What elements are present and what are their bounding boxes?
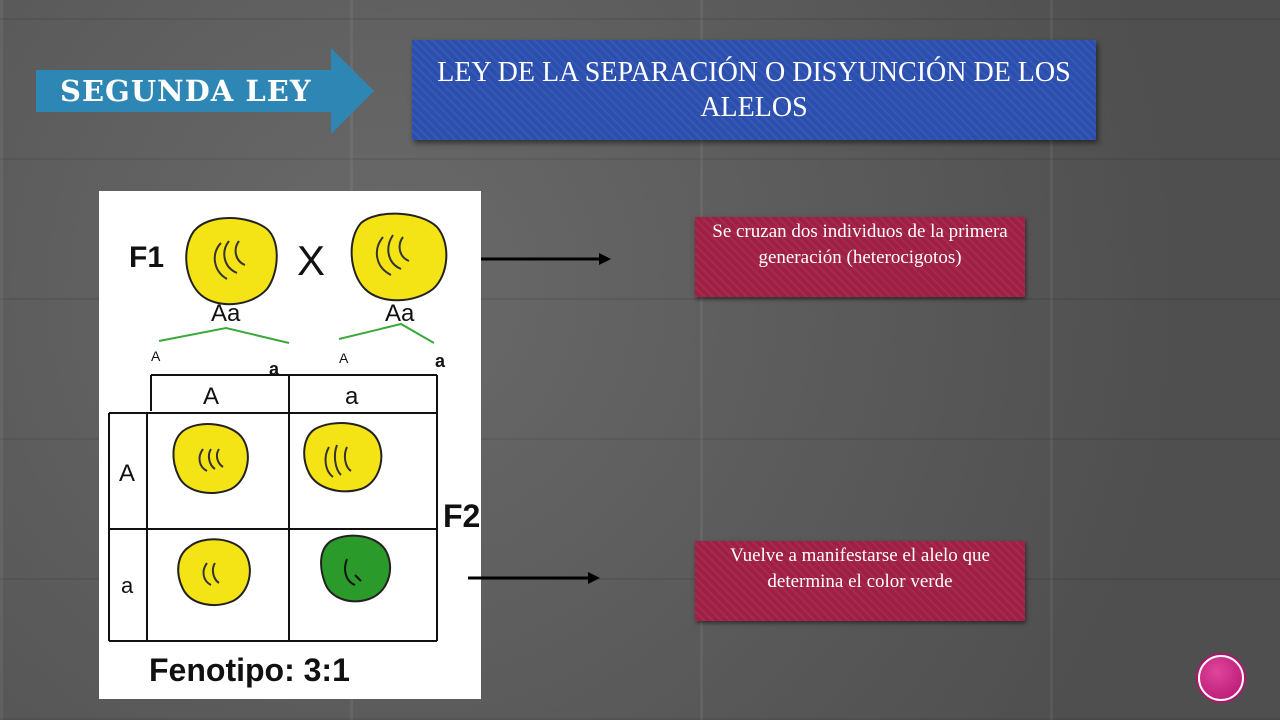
cross-symbol: X [297,237,325,284]
note-f1-cross: Se cruzan dos individuos de la primera g… [695,217,1025,297]
note-f2-text: Vuelve a manifestarse el alelo que deter… [730,545,990,592]
gamete-right-a: a [435,351,446,371]
note-f2-result: Vuelve a manifestarse el alelo que deter… [695,541,1025,621]
offspring-seed-aA-icon [177,538,251,606]
gamete-lines-right [338,322,435,344]
arrow-to-note-f2 [468,572,600,584]
gamete-right-A: A [339,350,349,366]
offspring-seed-Aa-icon [303,422,383,493]
offspring-seed-aa-icon [320,534,392,603]
note-f1-text: Se cruzan dos individuos de la primera g… [712,221,1008,268]
slide-title: SEGUNDA LEY [60,74,312,108]
law-title-text: LEY DE LA SEPARACIÓN O DISYUNCIÓN DE LOS… [437,57,1071,123]
parent-right-genotype: Aa [385,300,415,327]
f1-label: F1 [129,241,164,274]
arrow-to-note-f1 [481,253,611,265]
title-arrow-shape [36,48,374,134]
row-header-a: a [121,573,134,598]
punnett-diagram: F1 X Aa Aa A a A a A [99,191,481,699]
parent-left-genotype: Aa [211,300,241,327]
row-header-A: A [119,460,135,487]
gamete-lines-left [158,326,290,344]
parent-right-seed-icon [350,212,448,302]
column-header-A: A [203,383,219,410]
f2-label: F2 [443,498,480,534]
gamete-left-A: A [151,348,161,364]
gamete-left-a: a [269,359,280,379]
slide-title-banner: SEGUNDA LEY [36,48,376,134]
slide-nav-button[interactable] [1198,655,1244,701]
parent-left-seed-icon [185,217,278,306]
offspring-seed-AA-icon [172,423,249,494]
phenotype-ratio: Fenotipo: 3:1 [149,652,350,688]
punnett-grid [108,374,438,642]
column-header-a: a [345,383,359,410]
punnett-diagram-svg: F1 X Aa Aa A a A a A [108,212,480,688]
law-title-box: LEY DE LA SEPARACIÓN O DISYUNCIÓN DE LOS… [412,40,1096,140]
